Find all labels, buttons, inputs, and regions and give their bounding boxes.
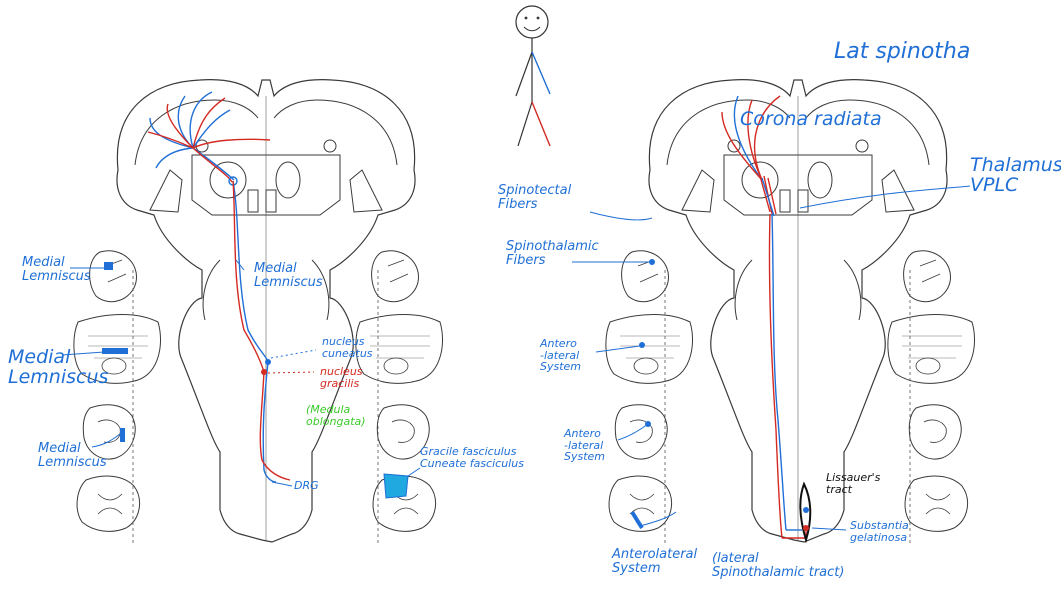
label-anterolateral-1: Antero -lateral System [540,337,582,374]
label-medial-lemniscus-center: Medial Lemniscus [254,261,323,290]
label-nucleus-cuneatus: nucleus cuneatus [322,335,373,360]
dorsal-column-pathway [61,91,421,499]
label-thalamus-vplc: Thalamus VPLC [970,154,1061,196]
stick-figure [515,5,551,147]
label-fasciculi: Gracile fasciculus Cuneate fasciculus [420,445,524,470]
label-lissauers-tract: Lissauer's tract [826,471,881,496]
label-spinotectal-fibers: Spinotectal Fibers [498,183,572,212]
label-nucleus-gracilis: nucleus gracilis [320,365,363,390]
label-corona-radiata: Corona radiata [740,108,882,130]
left-cross-sections [73,250,444,545]
label-anterolateral-2: Antero -lateral System [564,427,606,464]
label-drg: DRG [294,479,319,492]
left-brainstem [116,79,416,543]
label-lat-spinotha: Lat spinotha [834,39,971,64]
spinothalamic-pathway [572,95,971,544]
label-medulla-oblongata: (Medula oblongata) [306,403,366,428]
label-medial-lemniscus-2: Medial Lemniscus [8,346,109,388]
label-spinothalamic-fibers: Spinothalamic Fibers [506,239,599,268]
label-anterolateral-system: Anterolateral System [612,547,698,576]
label-lateral-spinothalamic-tract: (lateral Spinothalamic tract) [712,551,845,580]
label-medial-lemniscus-1: Medial Lemniscus [22,255,91,284]
right-cross-sections [605,250,976,545]
right-brainstem [648,79,948,543]
label-medial-lemniscus-3: Medial Lemniscus [38,441,107,470]
label-substantia-gelatinosa: Substantia gelatinosa [850,519,909,544]
